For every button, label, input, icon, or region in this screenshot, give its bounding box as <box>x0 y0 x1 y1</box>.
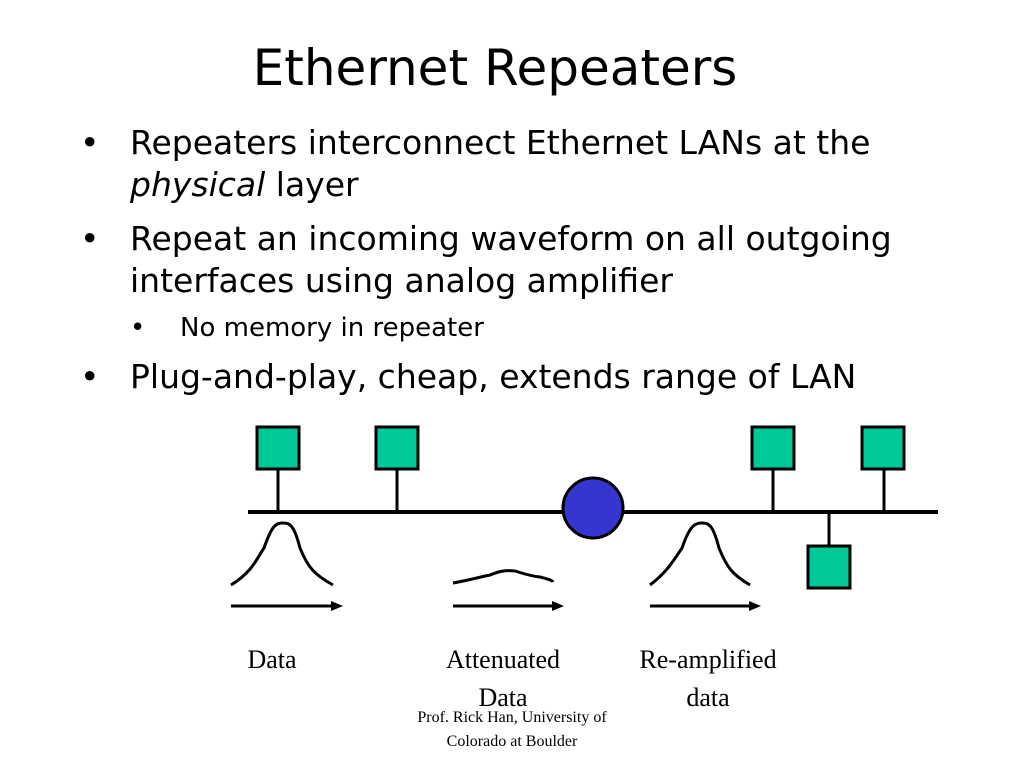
footer-credit: Prof. Rick Han, University of Colorado a… <box>362 706 662 754</box>
caption-data: Data <box>222 641 322 679</box>
caption-line: Re-amplified <box>639 645 777 674</box>
caption-line: Data <box>247 645 297 674</box>
host-node <box>860 425 906 471</box>
repeater-node <box>561 476 625 540</box>
bullet-item: • Repeaters interconnect Ethernet LANs a… <box>80 122 1010 206</box>
footer-line: Prof. Rick Han, University of <box>417 709 607 726</box>
bullet-text: No memory in repeater <box>180 313 484 343</box>
caption-line: data <box>686 683 730 712</box>
bullet-marker: • <box>80 219 100 258</box>
bullet-marker: • <box>80 123 100 162</box>
attenuated-waveform <box>452 569 555 585</box>
arrow-head <box>552 601 564 611</box>
host-node <box>806 544 852 590</box>
arrow-head <box>749 601 761 611</box>
bullet-text: Plug-and-play, cheap, extends range of L… <box>130 357 857 396</box>
host-node <box>750 425 796 471</box>
host-node <box>255 425 301 471</box>
bullet-item: • Repeat an incoming waveform on all out… <box>80 218 1010 302</box>
sub-bullet-item: • No memory in repeater <box>130 310 1010 346</box>
bullet-list: • Repeaters interconnect Ethernet LANs a… <box>80 122 1010 410</box>
bullet-marker: • <box>80 357 100 396</box>
bullet-text: Repeat an incoming waveform on all outgo… <box>130 219 892 300</box>
data-waveform <box>230 521 334 587</box>
caption-attenuated: Attenuated Data <box>423 641 583 717</box>
arrow-head <box>331 601 343 611</box>
caption-reamplified: Re-amplified data <box>612 641 804 717</box>
bullet-text-italic: physical <box>130 165 266 204</box>
reamplified-waveform <box>649 521 751 587</box>
bullet-item: • Plug-and-play, cheap, extends range of… <box>80 356 1010 398</box>
caption-line: Attenuated <box>445 645 561 674</box>
bullet-text: layer <box>265 165 359 204</box>
bullet-text: Repeaters interconnect Ethernet LANs at … <box>130 123 871 162</box>
footer-line: Colorado at Boulder <box>446 733 578 750</box>
page-title: Ethernet Repeaters <box>252 39 738 97</box>
host-node <box>374 425 420 471</box>
bullet-marker: • <box>130 313 146 343</box>
caption-line: Data <box>478 683 528 712</box>
